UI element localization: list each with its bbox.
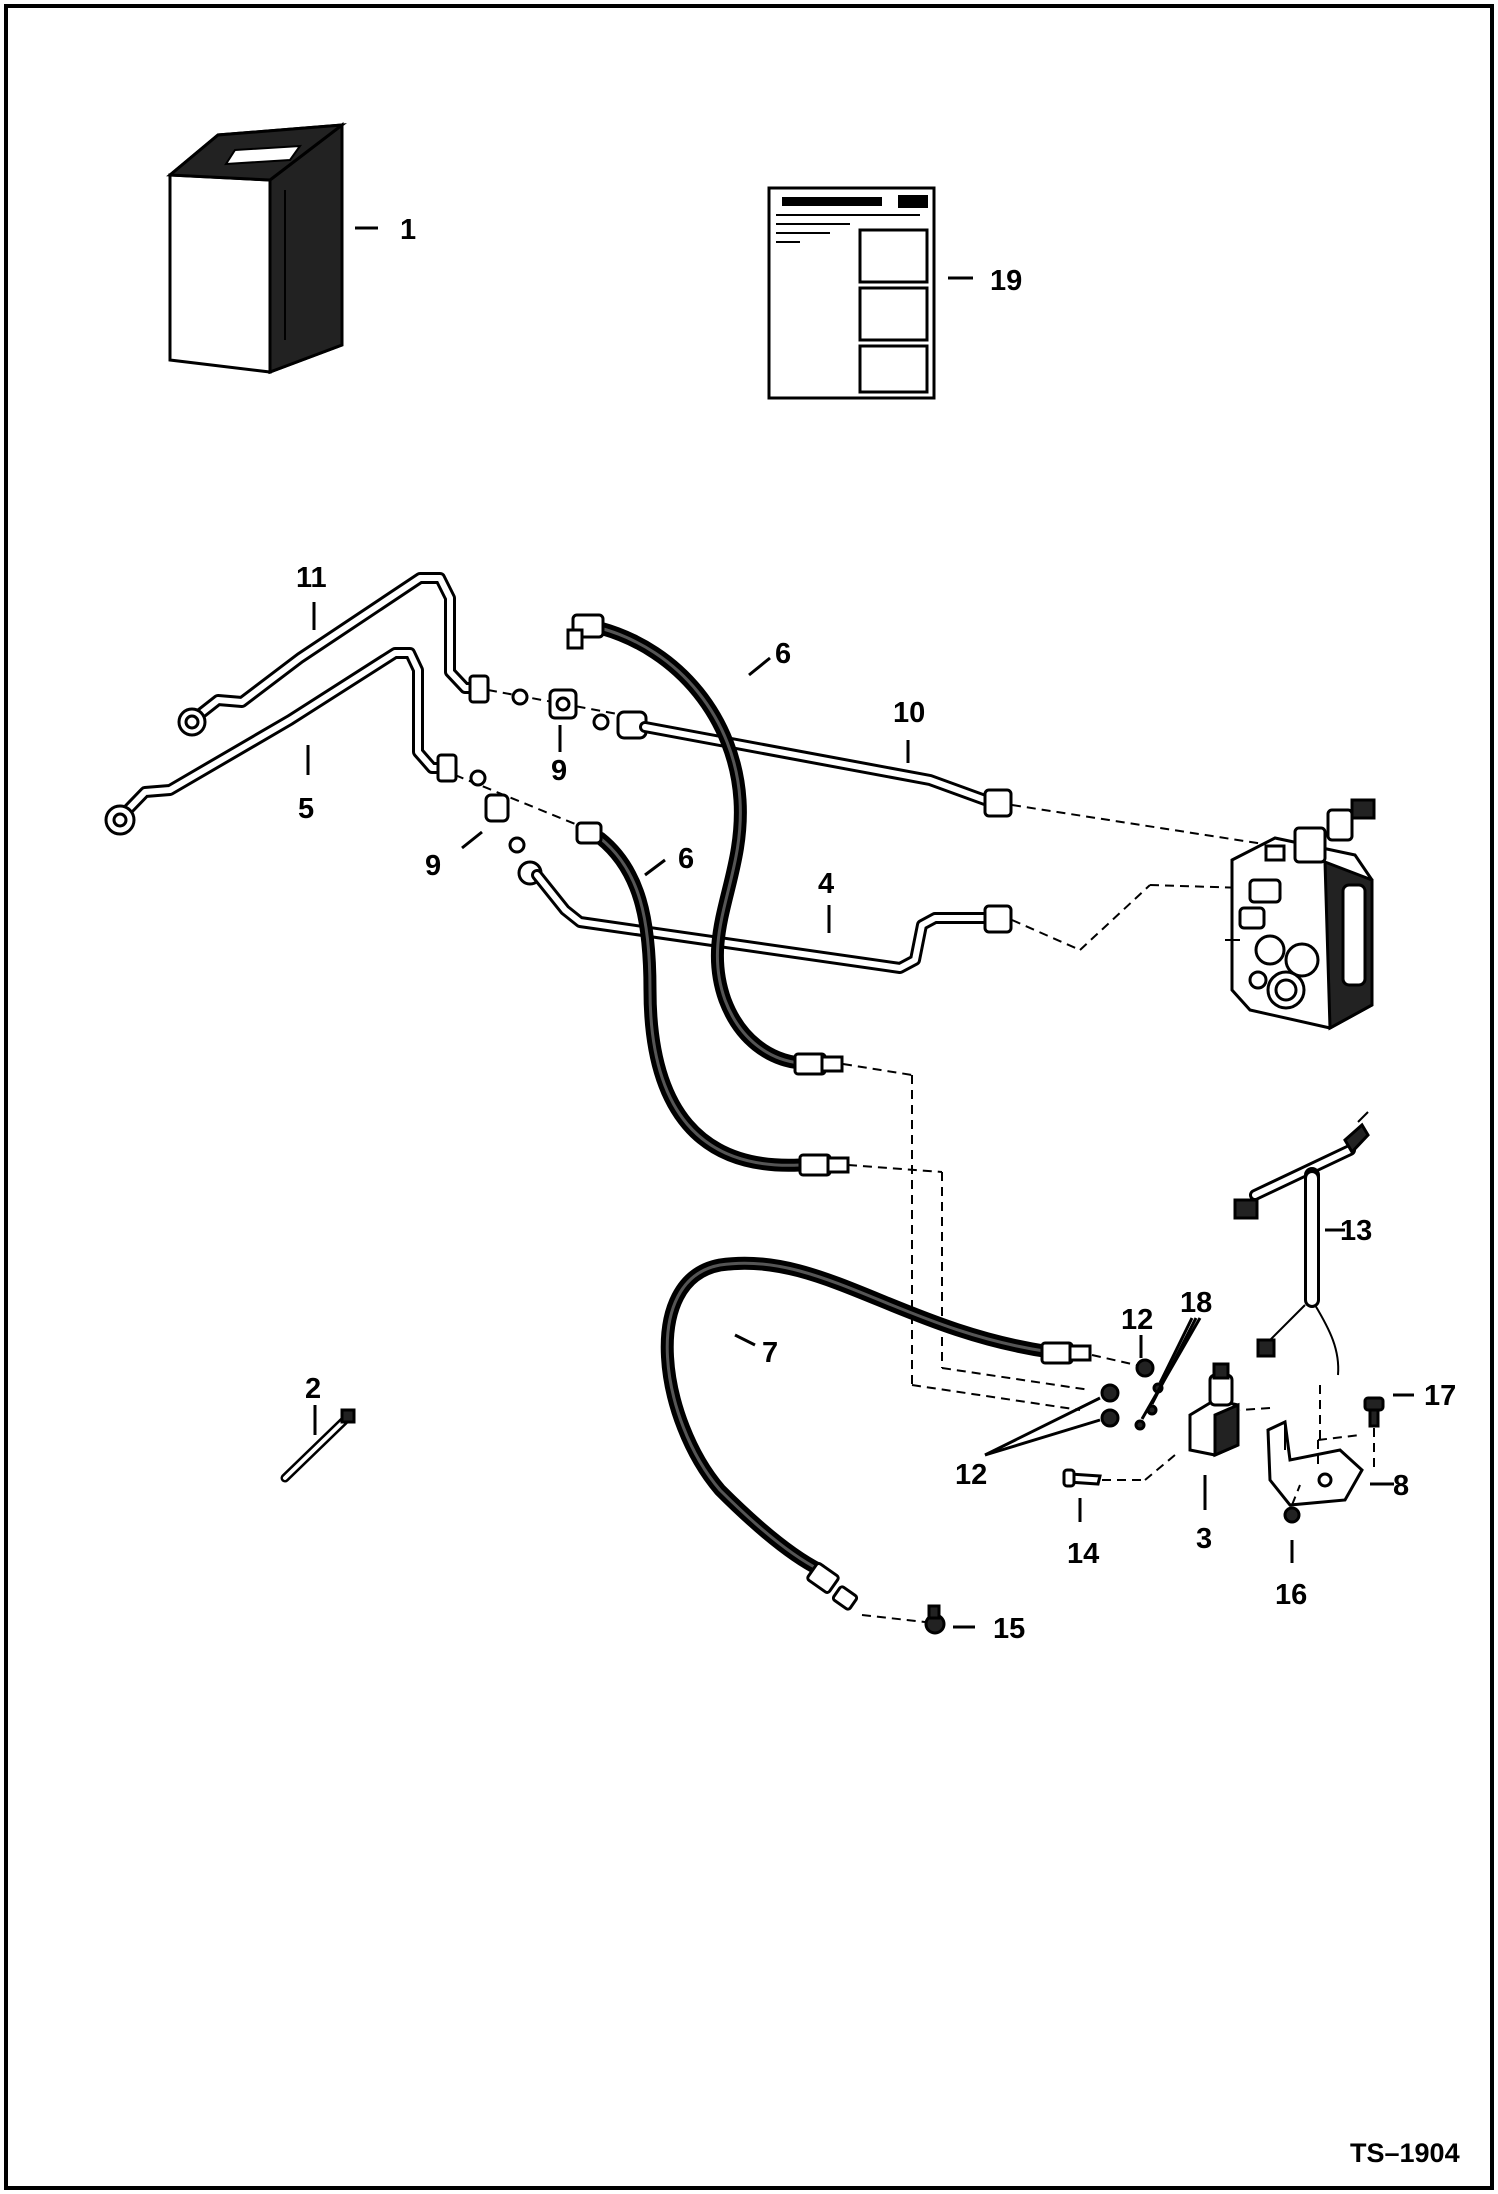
part-6-hose-upper: [566, 613, 1081, 1411]
callout-9-upper: 9: [551, 755, 567, 787]
part-6-hose-lower: [575, 821, 1091, 1391]
callout-19: 19: [990, 265, 1022, 297]
part-7-hose: [660, 1256, 1146, 1623]
callout-18: 18: [1180, 1287, 1212, 1319]
callout-11: 11: [296, 562, 327, 594]
leader-6-lower: [644, 858, 666, 877]
control-valve: [1225, 798, 1376, 1031]
callout-14: 14: [1067, 1538, 1099, 1570]
callout-6-lower: 6: [678, 843, 694, 875]
leader-9-lower: [461, 830, 483, 850]
callout-15: 15: [993, 1613, 1025, 1645]
part-4-tube: [531, 869, 1246, 974]
part-8-bracket: [1266, 1419, 1364, 1507]
leader-7: [734, 1333, 756, 1347]
part-19-instruction-sheet: [767, 186, 936, 400]
callout-8: 8: [1393, 1470, 1409, 1502]
callout-17: 17: [1424, 1380, 1456, 1412]
callout-9-lower: 9: [425, 850, 441, 882]
part-10-tube: [639, 721, 1271, 846]
leader-12-lower-a: [984, 1396, 1101, 1457]
callout-1: 1: [400, 214, 416, 246]
callout-5: 5: [298, 793, 314, 825]
callout-13: 13: [1340, 1215, 1372, 1247]
callout-12-lower: 12: [955, 1459, 987, 1491]
callout-6-upper: 6: [775, 638, 791, 670]
part-18-small-o-rings: [1134, 1382, 1164, 1431]
leader-18-c: [1140, 1317, 1202, 1420]
callout-16: 16: [1275, 1579, 1307, 1611]
part-16-nut: [1283, 1484, 1301, 1524]
part-9-fitting-upper: [487, 688, 651, 740]
leader-12-lower-b: [984, 1418, 1101, 1457]
part-2-cable-tie: [280, 1408, 356, 1483]
callout-10: 10: [893, 697, 925, 729]
part-12-o-rings: [1100, 1358, 1155, 1428]
part-17-screw: [1363, 1396, 1385, 1470]
part-9-fitting-lower: [454, 769, 581, 886]
page-border: [4, 4, 1494, 2190]
part-15-plug: [924, 1604, 946, 1635]
part-13-wire-harness: [1233, 1111, 1370, 1440]
part-14-bolt: [1062, 1454, 1176, 1488]
callout-12-upper: 12: [1121, 1304, 1153, 1336]
callout-2: 2: [305, 1373, 321, 1405]
part-5-tube: [104, 647, 458, 836]
leader-6-upper: [748, 656, 771, 677]
document-id: TS–1904: [1350, 2138, 1460, 2168]
callout-4: 4: [818, 868, 834, 900]
part-11-tube: [177, 572, 490, 737]
part-3-valve-block: [1188, 1362, 1271, 1458]
part-1-parts-box: [166, 121, 347, 375]
callout-3: 3: [1196, 1523, 1212, 1555]
callout-7: 7: [762, 1337, 778, 1369]
leader-18-a: [1158, 1317, 1194, 1384]
